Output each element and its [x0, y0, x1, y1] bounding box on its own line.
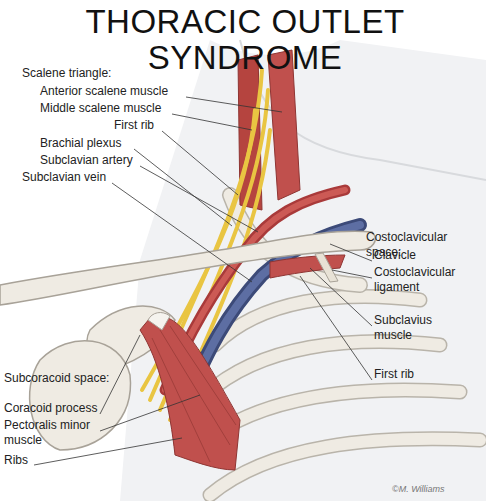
anatomy-label: Middle scalene muscle: [40, 101, 240, 116]
leader-line: [330, 244, 372, 261]
clavicle: [0, 231, 375, 305]
costoclavicular-ligament: [315, 253, 338, 282]
anatomy-label: Clavicle: [374, 248, 484, 263]
anatomy-label: Costoclavicular ligament: [374, 265, 482, 295]
leader-line: [310, 268, 372, 326]
muscle-fibres: [152, 326, 236, 462]
anatomy-label: Anterior scalene muscle: [40, 84, 240, 99]
leader-line: [134, 149, 232, 226]
leader-line: [332, 270, 372, 278]
anatomy-label: Subclavian artery: [40, 153, 240, 168]
leader-line: [140, 166, 258, 232]
anatomy-label: Pectoralis minor muscle: [4, 418, 104, 448]
leader-line: [34, 438, 182, 465]
tendon: [148, 313, 170, 330]
anatomy-label: Subcoracoid space:: [4, 371, 154, 386]
rib-fill: [200, 296, 480, 495]
anatomy-label: Scalene triangle:: [22, 66, 222, 81]
leader-line: [172, 114, 252, 130]
diagram-title: THORACIC OUTLET SYNDROME: [70, 4, 420, 76]
anatomy-label: Subclavius muscle: [374, 313, 464, 343]
anatomy-label: First rib: [374, 367, 474, 382]
pectoralis-minor-muscle: [140, 316, 240, 470]
anatomy-label: Subclavian vein: [22, 170, 222, 185]
artist-signature: ©M. Williams: [392, 482, 486, 497]
anatomy-label: Brachial plexus: [40, 136, 240, 151]
leader-line: [300, 276, 372, 380]
rib-cage: [200, 296, 480, 495]
leader-line: [100, 395, 200, 431]
anatomy-label: Ribs: [4, 453, 64, 468]
anatomy-label: Coracoid process: [4, 401, 114, 416]
humeral-head: [30, 341, 131, 450]
leader-line: [186, 97, 282, 112]
leader-line: [162, 131, 238, 195]
leader-line: [112, 183, 252, 282]
anatomy-label: First rib: [114, 118, 214, 133]
